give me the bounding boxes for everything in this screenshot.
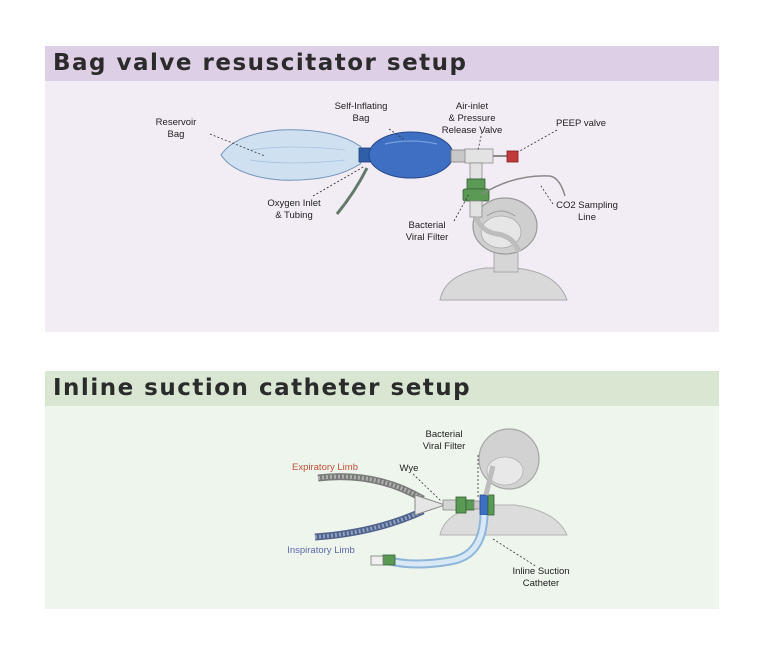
co2-sampling-line xyxy=(481,175,566,197)
air-inlet-label: Air-inlet xyxy=(456,101,489,112)
air-inlet-label: Release Valve xyxy=(442,125,503,136)
filter-label: Viral Filter xyxy=(423,441,466,452)
reservoir-label: Reservoir xyxy=(156,117,197,128)
co2-label: CO2 Sampling xyxy=(556,200,618,211)
bag-valve-panel: Bag valve resuscitator setup xyxy=(45,46,719,332)
bag-bacterial-filter xyxy=(466,178,486,190)
filter-label: Bacterial xyxy=(426,429,463,440)
reservoir-label: Bag xyxy=(168,129,185,140)
bag-valve-title: Bag valve resuscitator setup xyxy=(45,46,719,81)
wye-label: Wye xyxy=(400,463,419,474)
inline-suction-panel: Inline suction catheter setup xyxy=(45,371,719,609)
catheter-label: Catheter xyxy=(523,578,559,589)
reservoir-bag xyxy=(220,129,368,181)
self-inflating-label: Self-Inflating xyxy=(335,101,388,112)
self-inflating-bag xyxy=(368,131,454,179)
suction-bacterial-filter xyxy=(455,496,467,514)
self-inflating-label: Bag xyxy=(353,113,370,124)
suction-port xyxy=(370,555,384,566)
co2-label: Line xyxy=(578,212,596,223)
bag-valve-diagram: Reservoir Bag Self-Inflating Bag Air-inl… xyxy=(156,101,618,301)
oxygen-label: & Tubing xyxy=(275,210,313,221)
oxygen-label: Oxygen Inlet xyxy=(267,198,321,209)
wye-connector xyxy=(414,494,447,516)
filter-label: Viral Filter xyxy=(406,232,449,243)
catheter-label: Inline Suction xyxy=(512,566,569,577)
inline-suction-title: Inline suction catheter setup xyxy=(45,371,719,406)
inline-suction-diagram: Bacterial Viral Filter Wye Expiratory Li… xyxy=(287,428,570,589)
patient-head-illustration xyxy=(439,428,568,536)
peep-label: PEEP valve xyxy=(556,118,606,129)
patient-head-illustration xyxy=(439,197,568,301)
inspiratory-limb xyxy=(314,507,425,541)
valve-stem xyxy=(469,162,483,180)
expiratory-label: Expiratory Limb xyxy=(292,462,358,473)
peep-valve xyxy=(506,150,519,163)
filter-label: Bacterial xyxy=(409,220,446,231)
valve-tee xyxy=(464,148,494,164)
oxygen-tubing xyxy=(335,167,369,215)
inspiratory-label: Inspiratory Limb xyxy=(287,545,355,556)
air-inlet-label: & Pressure xyxy=(449,113,496,124)
